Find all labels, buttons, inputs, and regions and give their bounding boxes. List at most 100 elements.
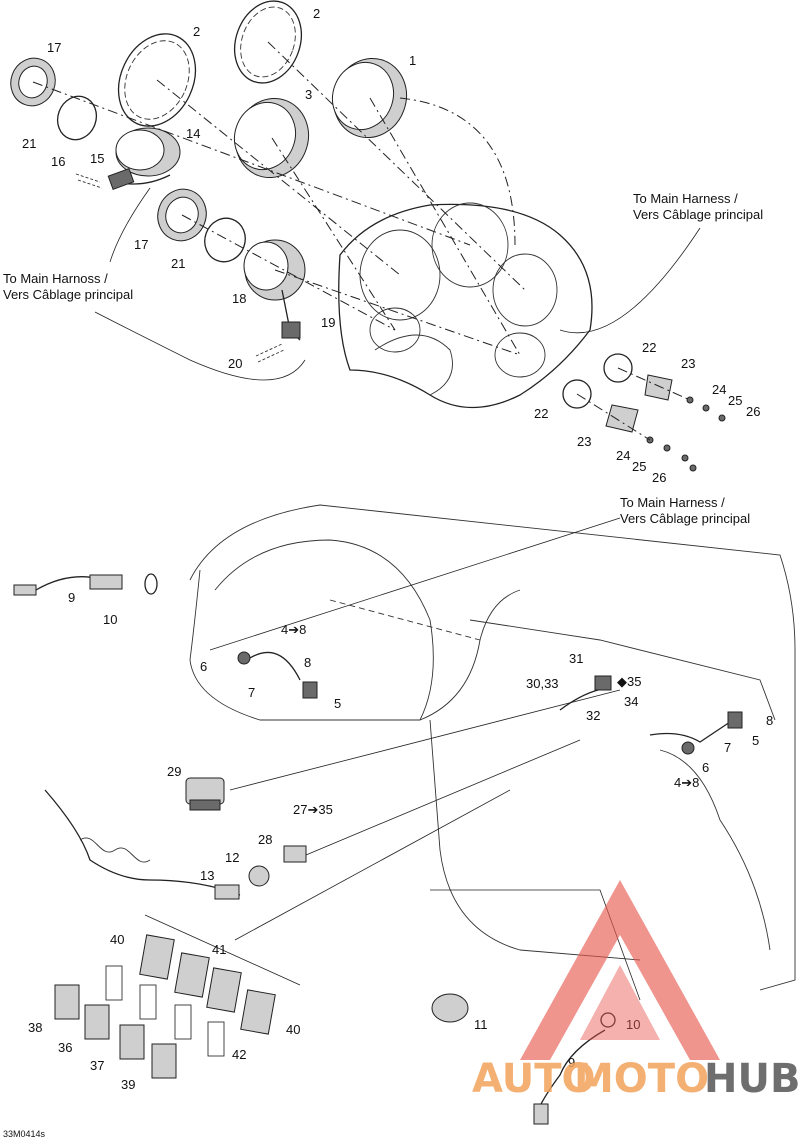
callout-17-lower: 17 [134, 237, 148, 252]
callout-40-top: 40 [110, 932, 124, 947]
part-23-bracket-lower [605, 404, 639, 433]
gauge-assembly [10, 0, 726, 472]
part-19-connector [281, 321, 301, 339]
part-23-bracket-upper [644, 374, 673, 401]
callout-15: 15 [90, 151, 104, 166]
callout-36: 36 [58, 1040, 72, 1055]
part-30-35-sensor [559, 675, 612, 711]
callout-24-upper: 24 [712, 382, 726, 397]
callout-25-lower: 25 [632, 459, 646, 474]
callout-2-right: 2 [313, 6, 320, 21]
part-2-bezel-right [234, 0, 302, 84]
part-28-plug [283, 845, 307, 863]
part-20-pins [255, 343, 285, 363]
part-4-8-connector-left [237, 651, 318, 699]
callout-23-lower: 23 [577, 434, 591, 449]
callout-28: 28 [258, 832, 272, 847]
callout-32: 32 [586, 708, 600, 723]
callout-39: 39 [121, 1077, 135, 1092]
part-12-nut [248, 865, 270, 887]
switch-panel [54, 789, 511, 1079]
watermark-triangle-icon [520, 880, 720, 1060]
callout-21-lower: 21 [171, 256, 185, 271]
callout-31: 31 [569, 651, 583, 666]
callout-12: 12 [225, 850, 239, 865]
part-10-grommet-left [144, 573, 158, 595]
callout-42: 42 [232, 1047, 246, 1062]
callout-26-upper: 26 [746, 404, 760, 419]
callout-30-33: 30,33 [526, 676, 559, 691]
part-9-cable-right [533, 1029, 606, 1125]
part-21-oring-top [56, 95, 98, 141]
callout-25-upper: 25 [728, 393, 742, 408]
hull-assembly [13, 504, 796, 1125]
callout-41: 41 [212, 942, 226, 957]
callout-9-right: 9 [568, 1055, 575, 1070]
callout-16: 16 [51, 154, 65, 169]
watermark-text-moto: MOTO [574, 1056, 709, 1102]
callout-35-thread-lock: ◆35 [617, 674, 641, 689]
note-main-harness-lower-line1: To Main Harness / [620, 495, 725, 510]
callout-38: 38 [28, 1020, 42, 1035]
callout-4to8-left: 4➔8 [281, 622, 306, 637]
part-21-oring-lower [204, 217, 246, 263]
part-2-bezel-left [117, 33, 197, 127]
callout-26-lower: 26 [652, 470, 666, 485]
watermark-logo: AUTO MOTO HUB [472, 880, 800, 1102]
callout-20: 20 [228, 356, 242, 371]
callout-13: 13 [200, 868, 214, 883]
callout-1: 1 [409, 53, 416, 68]
note-main-harness-left-line2: Vers Câblage principal [3, 287, 133, 302]
part-24-25-26-hardware [646, 396, 726, 472]
callout-9-left: 9 [68, 590, 75, 605]
note-main-harness-left-line1: To Main Harnoss / [3, 271, 108, 286]
part-29-key-switch [185, 777, 225, 811]
callout-5-left: 5 [334, 696, 341, 711]
callout-17-top: 17 [47, 40, 61, 55]
watermark-text-hub: HUB [704, 1056, 800, 1102]
callout-34: 34 [624, 694, 638, 709]
callout-8-left: 8 [304, 655, 311, 670]
callout-23-upper: 23 [681, 356, 695, 371]
callout-29: 29 [167, 764, 181, 779]
drawing-code: 33M0414s [3, 1129, 46, 1139]
callout-27to35: 27➔35 [293, 802, 333, 817]
watermark-text-auto: AUTO [472, 1056, 596, 1102]
callout-24-lower: 24 [616, 448, 630, 463]
note-main-harness-lower-line2: Vers Câblage principal [620, 511, 750, 526]
callout-7-left: 7 [248, 685, 255, 700]
note-main-harness-upper-line1: To Main Harness / [633, 191, 738, 206]
part-4-8-connector-right [649, 711, 743, 755]
callout-2-left: 2 [193, 24, 200, 39]
callout-6-right: 6 [702, 760, 709, 775]
callout-22-upper: 22 [642, 340, 656, 355]
part-18-gauge [243, 239, 306, 341]
callout-5-right: 5 [752, 733, 759, 748]
callout-11: 11 [474, 1017, 488, 1032]
callout-6-left: 6 [200, 659, 207, 674]
part-9-cable-left [13, 574, 123, 596]
callout-19: 19 [321, 315, 335, 330]
callout-22-lower: 22 [534, 406, 548, 421]
callout-14: 14 [186, 126, 200, 141]
console-housing [338, 202, 593, 409]
part-22-ring-lower [562, 379, 592, 409]
callout-10-right: 10 [626, 1017, 640, 1032]
part-16-pins [75, 173, 103, 189]
part-15-connector [107, 168, 135, 190]
callout-10-left: 10 [103, 612, 117, 627]
callout-labels: 1 2 2 3 17 21 14 16 15 17 21 18 19 20 22… [22, 6, 773, 1092]
part-13-lanyard [44, 789, 241, 900]
callout-37: 37 [90, 1058, 104, 1073]
callout-40-right: 40 [286, 1022, 300, 1037]
part-14-gauge [109, 127, 181, 185]
part-10-grommet-right [600, 1012, 616, 1028]
part-11-plug [431, 993, 469, 1023]
callout-18: 18 [232, 291, 246, 306]
callout-4to8-right: 4➔8 [674, 775, 699, 790]
callout-7-right: 7 [724, 740, 731, 755]
note-main-harness-upper-line2: Vers Câblage principal [633, 207, 763, 222]
callout-3: 3 [305, 87, 312, 102]
callout-8-right: 8 [766, 713, 773, 728]
